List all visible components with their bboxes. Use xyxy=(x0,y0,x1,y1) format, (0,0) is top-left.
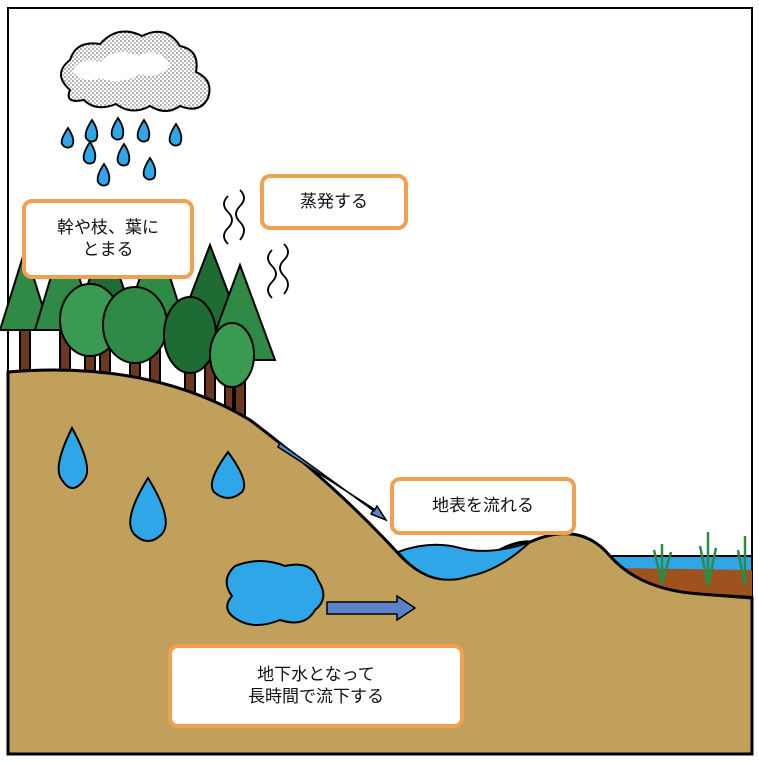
raindrop-icon xyxy=(136,118,151,143)
groundwater-label: 地下水となって 長時間で流下する xyxy=(168,644,464,728)
raindrop-icon xyxy=(142,156,157,181)
rain-drops xyxy=(60,116,183,187)
forest xyxy=(0,226,277,436)
raindrop-icon xyxy=(129,476,167,542)
raindrop-icon xyxy=(168,122,183,147)
raindrop-icon xyxy=(96,162,111,187)
reed-icon xyxy=(736,536,747,587)
evaporation-label: 蒸発する xyxy=(260,174,408,230)
raindrop-icon xyxy=(110,116,125,141)
raindrop-icon xyxy=(60,126,75,149)
raindrop-icon xyxy=(116,142,131,167)
arrow-icon xyxy=(277,441,388,522)
raindrop-icon xyxy=(57,425,88,489)
tree-icon xyxy=(0,246,52,381)
reeds xyxy=(652,532,747,587)
raindrop-icon xyxy=(82,140,97,165)
tree-icon xyxy=(102,286,168,401)
steam-icon xyxy=(267,243,289,299)
canopy-interception-label: 幹や枝、葉に とまる xyxy=(22,199,194,279)
rain-cloud-icon xyxy=(60,30,211,112)
raindrop-icon xyxy=(210,450,246,499)
groundwater-pool xyxy=(225,560,325,626)
valley-water xyxy=(396,541,531,581)
underground-drops xyxy=(57,425,246,542)
raindrop-icon xyxy=(84,118,99,143)
reed-icon xyxy=(652,544,673,585)
pond-mud xyxy=(615,568,752,596)
reed-icon xyxy=(698,532,718,587)
surface-flow-label: 地表を流れる xyxy=(390,477,576,535)
arrow-icon xyxy=(326,594,417,622)
steam-icon xyxy=(223,189,245,245)
